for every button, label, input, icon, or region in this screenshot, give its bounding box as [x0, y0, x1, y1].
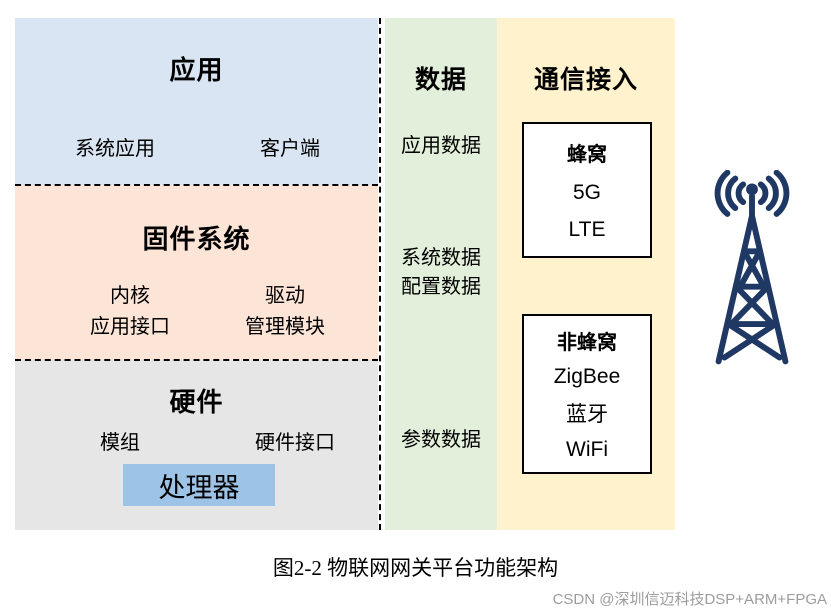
comm-column: 通信接入 蜂窝 5G LTE 非蜂窝 ZigBee 蓝牙 WiFi: [497, 18, 675, 530]
label-system-data: 系统数据: [401, 247, 481, 269]
label-wifi: WiFi: [566, 438, 608, 462]
watermark: CSDN @深圳信迈科技DSP+ARM+FPGA: [552, 591, 827, 608]
dashed-divider-app-firmware: [15, 184, 378, 186]
label-param-data: 参数数据: [401, 429, 481, 451]
firmware-left-column: 内核 应用接口: [45, 281, 215, 343]
label-app-data: 应用数据: [401, 135, 481, 157]
comm-column-title: 通信接入: [533, 66, 638, 94]
non-cellular-box: 非蜂窝 ZigBee 蓝牙 WiFi: [522, 314, 652, 474]
figure-caption: 图2-2 物联网网关平台功能架构: [272, 556, 559, 580]
label-zigbee: ZigBee: [553, 364, 621, 388]
label-lte: LTE: [568, 218, 606, 242]
application-block: 应用 系统应用 客户端: [15, 18, 378, 185]
cellular-box: 蜂窝 5G LTE: [522, 122, 652, 258]
label-module: 模组: [100, 432, 140, 454]
dashed-divider-firmware-hardware: [15, 359, 378, 361]
hardware-block: 硬件 模组 硬件接口 处理器: [15, 360, 378, 530]
radio-tower-icon: [693, 169, 811, 368]
label-driver: 驱动: [265, 285, 305, 307]
data-column: 数据 应用数据 系统数据 配置数据 参数数据: [385, 18, 497, 530]
firmware-title: 固件系统: [142, 224, 251, 254]
label-system-app: 系统应用: [75, 138, 155, 160]
label-config-data: 配置数据: [401, 276, 481, 298]
data-column-title: 数据: [414, 66, 467, 94]
processor-box: 处理器: [123, 464, 275, 506]
label-system-config-data: 系统数据 配置数据: [385, 244, 497, 302]
label-client: 客户端: [260, 138, 320, 160]
firmware-block: 固件系统 内核 应用接口 驱动 管理模块: [15, 185, 378, 360]
label-management-module: 管理模块: [245, 316, 325, 338]
dashed-divider-vertical: [379, 18, 381, 530]
label-hardware-interface: 硬件接口: [255, 432, 335, 454]
processor-label: 处理器: [158, 472, 240, 503]
label-app-interface: 应用接口: [90, 316, 170, 338]
cellular-title: 蜂窝: [567, 143, 607, 166]
application-title: 应用: [169, 55, 224, 85]
hardware-title: 硬件: [169, 387, 224, 417]
label-kernel: 内核: [110, 285, 150, 307]
label-5g: 5G: [572, 180, 601, 204]
firmware-right-column: 驱动 管理模块: [200, 281, 370, 343]
label-bluetooth: 蓝牙: [566, 403, 608, 427]
non-cellular-title: 非蜂窝: [557, 331, 617, 354]
